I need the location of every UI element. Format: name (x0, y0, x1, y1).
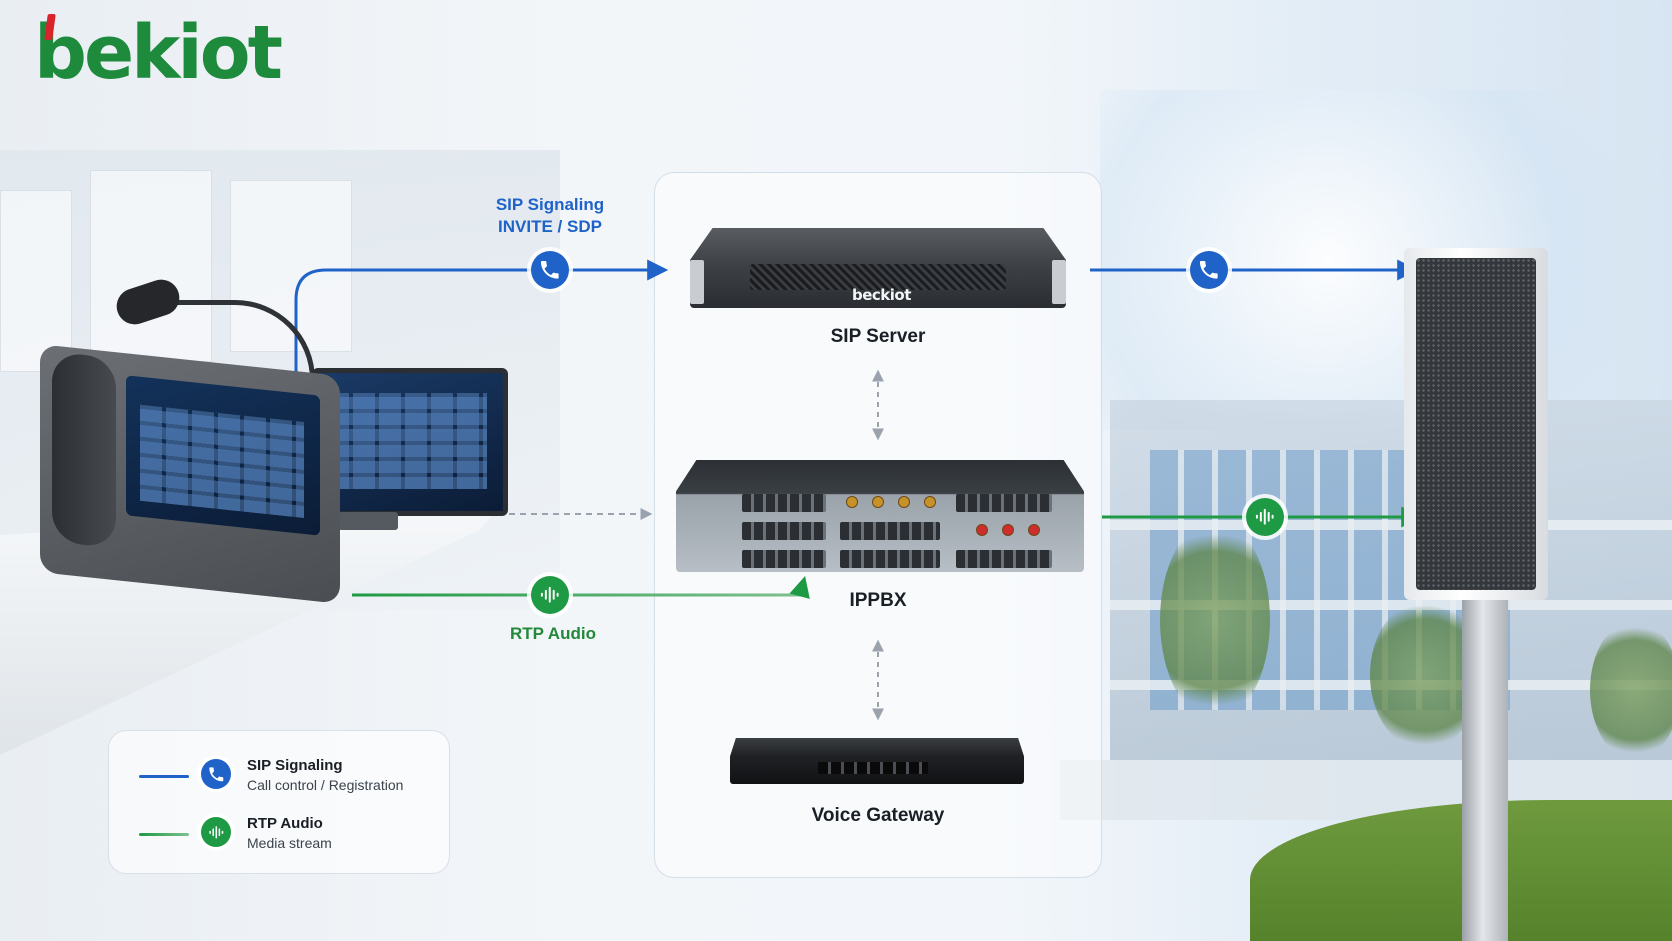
speaker-grille (1416, 258, 1536, 590)
legend-line-rtp (139, 833, 189, 836)
ippbx-module-slot (956, 494, 1052, 512)
ippbx-module-slot (840, 522, 940, 540)
ippbx-module-slot (742, 494, 826, 512)
ippbx-port (898, 496, 910, 508)
console-screen-grid (140, 404, 304, 518)
ippbx-device (676, 460, 1084, 572)
ippbx-port (1002, 524, 1014, 536)
ippbx-port (924, 496, 936, 508)
rack-ear-left (690, 260, 704, 304)
monitor-stand (338, 512, 398, 530)
phone-icon (201, 759, 231, 789)
ippbx-module-slot (956, 550, 1052, 568)
sip-signaling-title: SIP Signaling (495, 195, 605, 214)
monitor-screen-grid (327, 393, 487, 489)
legend-title: RTP Audio (247, 815, 323, 832)
ippbx-port (1028, 524, 1040, 536)
legend-title: SIP Signaling (247, 757, 343, 774)
ippbx-module-slot (742, 550, 826, 568)
rack-ear-right (1052, 260, 1066, 304)
audio-wave-icon (201, 817, 231, 847)
brand-logo-text: bekiot (34, 10, 283, 96)
audio-wave-icon (531, 576, 569, 614)
column-speaker (1404, 248, 1548, 600)
ippbx-module-slot (742, 522, 826, 540)
legend-subtitle: Call control / Registration (247, 777, 404, 793)
legend-subtitle: Media stream (247, 835, 332, 851)
voice-gateway-label: Voice Gateway (811, 805, 945, 826)
ippbx-port (872, 496, 884, 508)
phone-handset-icon (52, 351, 116, 549)
rtp-audio-line (352, 575, 810, 599)
audio-wave-icon (1246, 498, 1284, 536)
sip-signaling-subtitle: INVITE / SDP (498, 217, 602, 236)
dispatch-console-phone (40, 344, 340, 604)
sip-server-device: beckiot (690, 228, 1066, 308)
building-floor-line (1110, 600, 1672, 610)
server-vent-grille (750, 264, 1006, 290)
phone-icon (531, 251, 569, 289)
legend-item-sip: SIP Signaling Call control / Registratio… (139, 755, 439, 795)
ippbx-module-slot (840, 550, 940, 568)
sip-server-label: SIP Server (830, 326, 926, 347)
server-brand-text: beckiot (852, 286, 911, 304)
office-window (0, 190, 72, 372)
rtp-audio-label: RTP Audio (510, 624, 596, 643)
gateway-ports (818, 762, 928, 774)
ippbx-label: IPPBX (849, 590, 907, 611)
legend-item-rtp: RTP Audio Media stream (139, 813, 439, 853)
building-floor-line (1110, 520, 1672, 530)
phone-icon (1190, 251, 1228, 289)
speaker-pole (1462, 600, 1508, 941)
tree (1590, 620, 1672, 760)
console-touchscreen (126, 375, 320, 536)
tree (1370, 600, 1480, 750)
brand-logo: bekiot (34, 14, 283, 90)
legend-line-sip (139, 775, 189, 778)
tree (1160, 520, 1270, 720)
ippbx-port (976, 524, 988, 536)
voice-gateway-device (730, 738, 1024, 784)
dispatch-monitor (312, 368, 508, 516)
ippbx-port (846, 496, 858, 508)
sip-signaling-label: SIP Signaling INVITE / SDP (470, 194, 630, 238)
legend: SIP Signaling Call control / Registratio… (108, 730, 450, 874)
sip-signaling-line (294, 259, 669, 372)
